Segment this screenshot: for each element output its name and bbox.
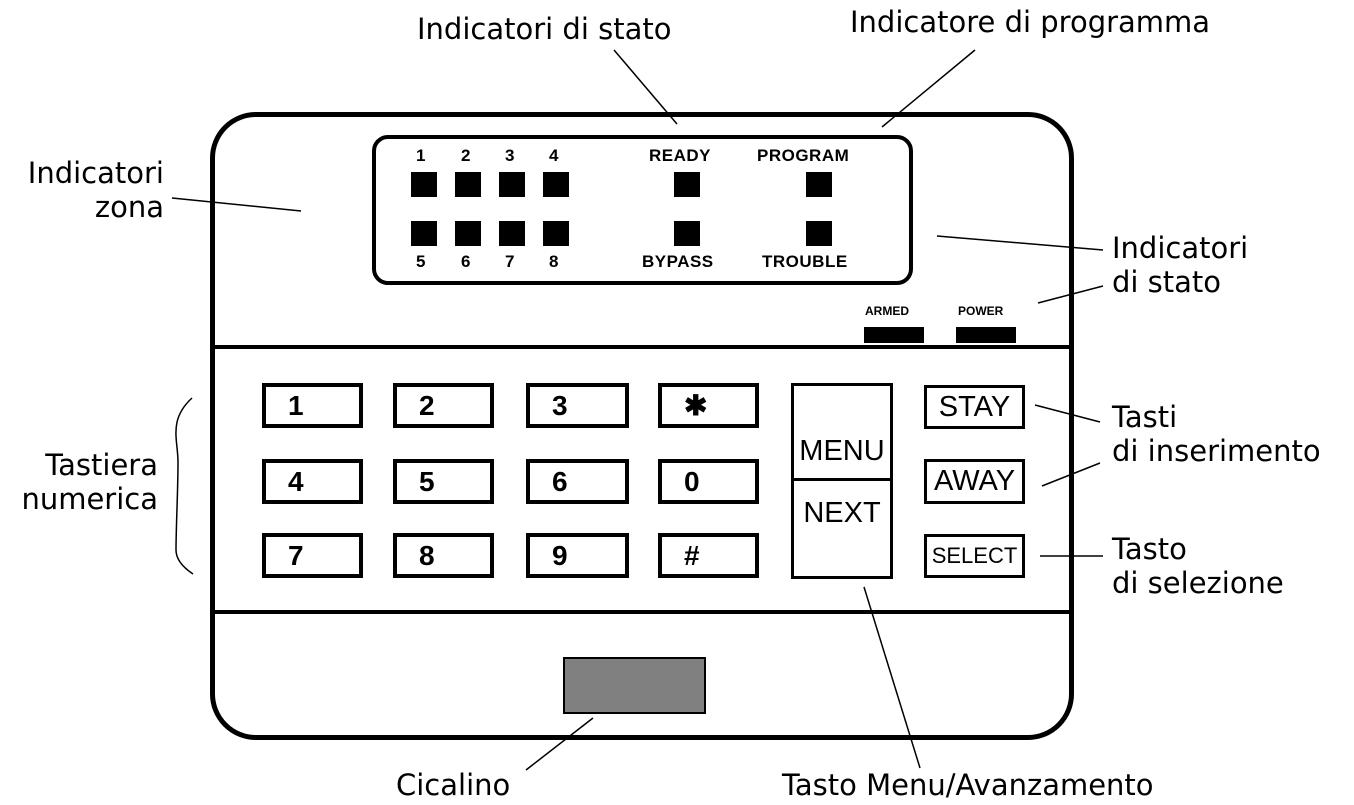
zone-label-2: 2 [461,146,471,165]
key-0[interactable]: 0 [658,459,759,504]
callout-zone-line2: zona [94,190,164,224]
armed-led [864,327,924,343]
callout-zone-line1: Indicatori [27,156,164,190]
callout-status-indicators-top: Indicatori di stato [417,12,672,46]
zone-led-3 [499,172,525,197]
key-4-label: 4 [288,465,304,497]
zone-led-5 [411,221,437,246]
key-4[interactable]: 4 [262,459,363,504]
zone-led-7 [499,221,525,246]
next-button-label: NEXT [803,497,881,529]
key-9-label: 9 [552,539,568,571]
callout-numeric-keypad: Tastiera numerica [10,448,158,516]
key-8-label: 8 [419,539,435,571]
key-1[interactable]: 1 [262,383,363,428]
lower-divider [213,610,1071,614]
key-star[interactable]: ✱ [658,383,759,428]
armed-label: ARMED [865,304,909,318]
program-label: PROGRAM [757,146,850,165]
callout-status-indicators-right: Indicatori di stato [1112,231,1248,299]
key-1-label: 1 [288,389,304,421]
leader-buzzer [525,717,594,771]
callout-select-key: Tasto di selezione [1112,532,1284,600]
leader-status-top [613,49,678,125]
stay-button[interactable]: STAY [924,385,1025,429]
key-2-label: 2 [419,389,435,421]
callout-arming-line2: di inserimento [1112,434,1321,468]
power-label: POWER [958,304,1004,318]
callout-buzzer: Cicalino [396,768,511,802]
menu-next-separator [794,478,890,481]
menu-button[interactable]: MENU [794,386,890,478]
key-7[interactable]: 7 [262,533,363,578]
key-5-label: 5 [419,465,435,497]
leader-zone [171,197,302,212]
bypass-label: BYPASS [642,252,714,271]
zone-led-2 [455,172,481,197]
ready-led [674,172,700,197]
key-8[interactable]: 8 [393,533,494,578]
zone-label-4: 4 [549,146,559,165]
zone-label-3: 3 [505,146,515,165]
buzzer [563,657,706,714]
key-7-label: 7 [288,539,304,571]
callout-program-indicator: Indicatore di programma [850,5,1211,39]
callout-status-right-line2: di stato [1112,265,1222,299]
callout-status-right-line1: Indicatori [1112,231,1249,265]
key-star-label: ✱ [684,390,708,421]
status-display-panel [372,135,913,285]
callout-keypad-line1: Tastiera [45,448,158,482]
key-3-label: 3 [552,389,568,421]
key-6[interactable]: 6 [526,459,629,504]
menu-next-key: MENU NEXT [791,383,893,579]
away-button[interactable]: AWAY [924,459,1025,504]
key-hash-label: # [684,539,700,571]
program-led [806,172,832,197]
power-led [956,327,1016,343]
stay-button-label: STAY [938,390,1011,423]
keypad-bracket [175,397,194,575]
select-button-label: SELECT [931,543,1018,568]
zone-led-1 [411,172,437,197]
key-hash[interactable]: # [658,533,759,578]
zone-led-6 [455,221,481,246]
upper-divider [213,345,1071,349]
callout-select-line1: Tasto [1112,532,1187,566]
key-2[interactable]: 2 [393,383,494,428]
callout-zone-indicators: Indicatori zona [16,156,164,224]
zone-label-1: 1 [416,146,426,165]
zone-label-5: 5 [416,252,426,271]
away-button-label: AWAY [933,465,1016,497]
leader-stay [1034,404,1101,423]
key-5[interactable]: 5 [393,459,494,504]
zone-led-4 [543,172,569,197]
keypad-case [210,112,1074,740]
select-button[interactable]: SELECT [924,534,1025,578]
callout-arming-keys: Tasti di inserimento [1112,400,1321,468]
ready-label: READY [649,146,712,165]
callout-arming-line1: Tasti [1112,400,1178,434]
key-6-label: 6 [552,465,568,497]
zone-label-6: 6 [461,252,471,271]
menu-button-label: MENU [799,435,885,467]
callout-select-line2: di selezione [1112,566,1284,600]
key-0-label: 0 [684,465,700,497]
zone-label-7: 7 [505,252,515,271]
key-9[interactable]: 9 [526,533,629,578]
key-3[interactable]: 3 [526,383,629,428]
bypass-led [674,221,700,246]
trouble-label: TROUBLE [762,252,848,271]
zone-label-8: 8 [549,252,559,271]
zone-led-8 [543,221,569,246]
callout-keypad-line2: numerica [21,482,158,516]
leader-status-right [936,235,1104,251]
callout-menu-next-key: Tasto Menu/Avanzamento [782,768,1154,802]
trouble-led [806,221,832,246]
next-button[interactable]: NEXT [794,481,890,579]
